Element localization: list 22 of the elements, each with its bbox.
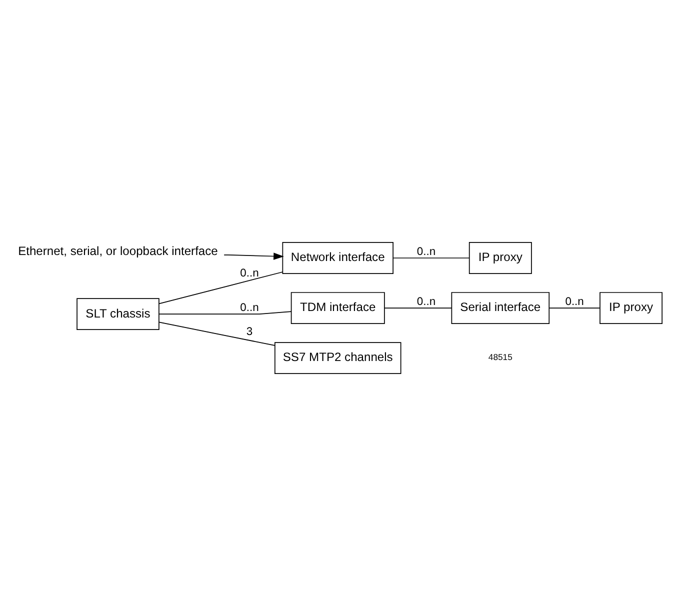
connector (158, 310, 292, 314)
connector (158, 321, 276, 346)
connector (392, 257, 470, 258)
node-box: Network interface (282, 242, 394, 274)
node-box: IP proxy (468, 242, 532, 274)
connector (158, 271, 283, 304)
node-box: SS7 MTP2 channels (274, 342, 402, 374)
node-box: SLT chassis (76, 298, 160, 330)
edge-label: 3 (246, 326, 253, 338)
edge-label: 0..n (416, 295, 436, 308)
node-box: IP proxy (600, 292, 662, 324)
arrow (224, 252, 284, 260)
connector (384, 307, 452, 308)
connector (548, 307, 600, 308)
edge-label: 0..n (240, 266, 259, 279)
node-box: TDM interface (290, 292, 385, 324)
edge-label: 0..n (565, 295, 584, 308)
node-text: Ethernet, serial, or loopback interface (18, 244, 218, 258)
edge-label: 0..n (416, 245, 436, 258)
node-box: Serial interface (451, 292, 550, 324)
label: 48515 (488, 352, 512, 362)
edge-label: 0..n (240, 301, 259, 314)
